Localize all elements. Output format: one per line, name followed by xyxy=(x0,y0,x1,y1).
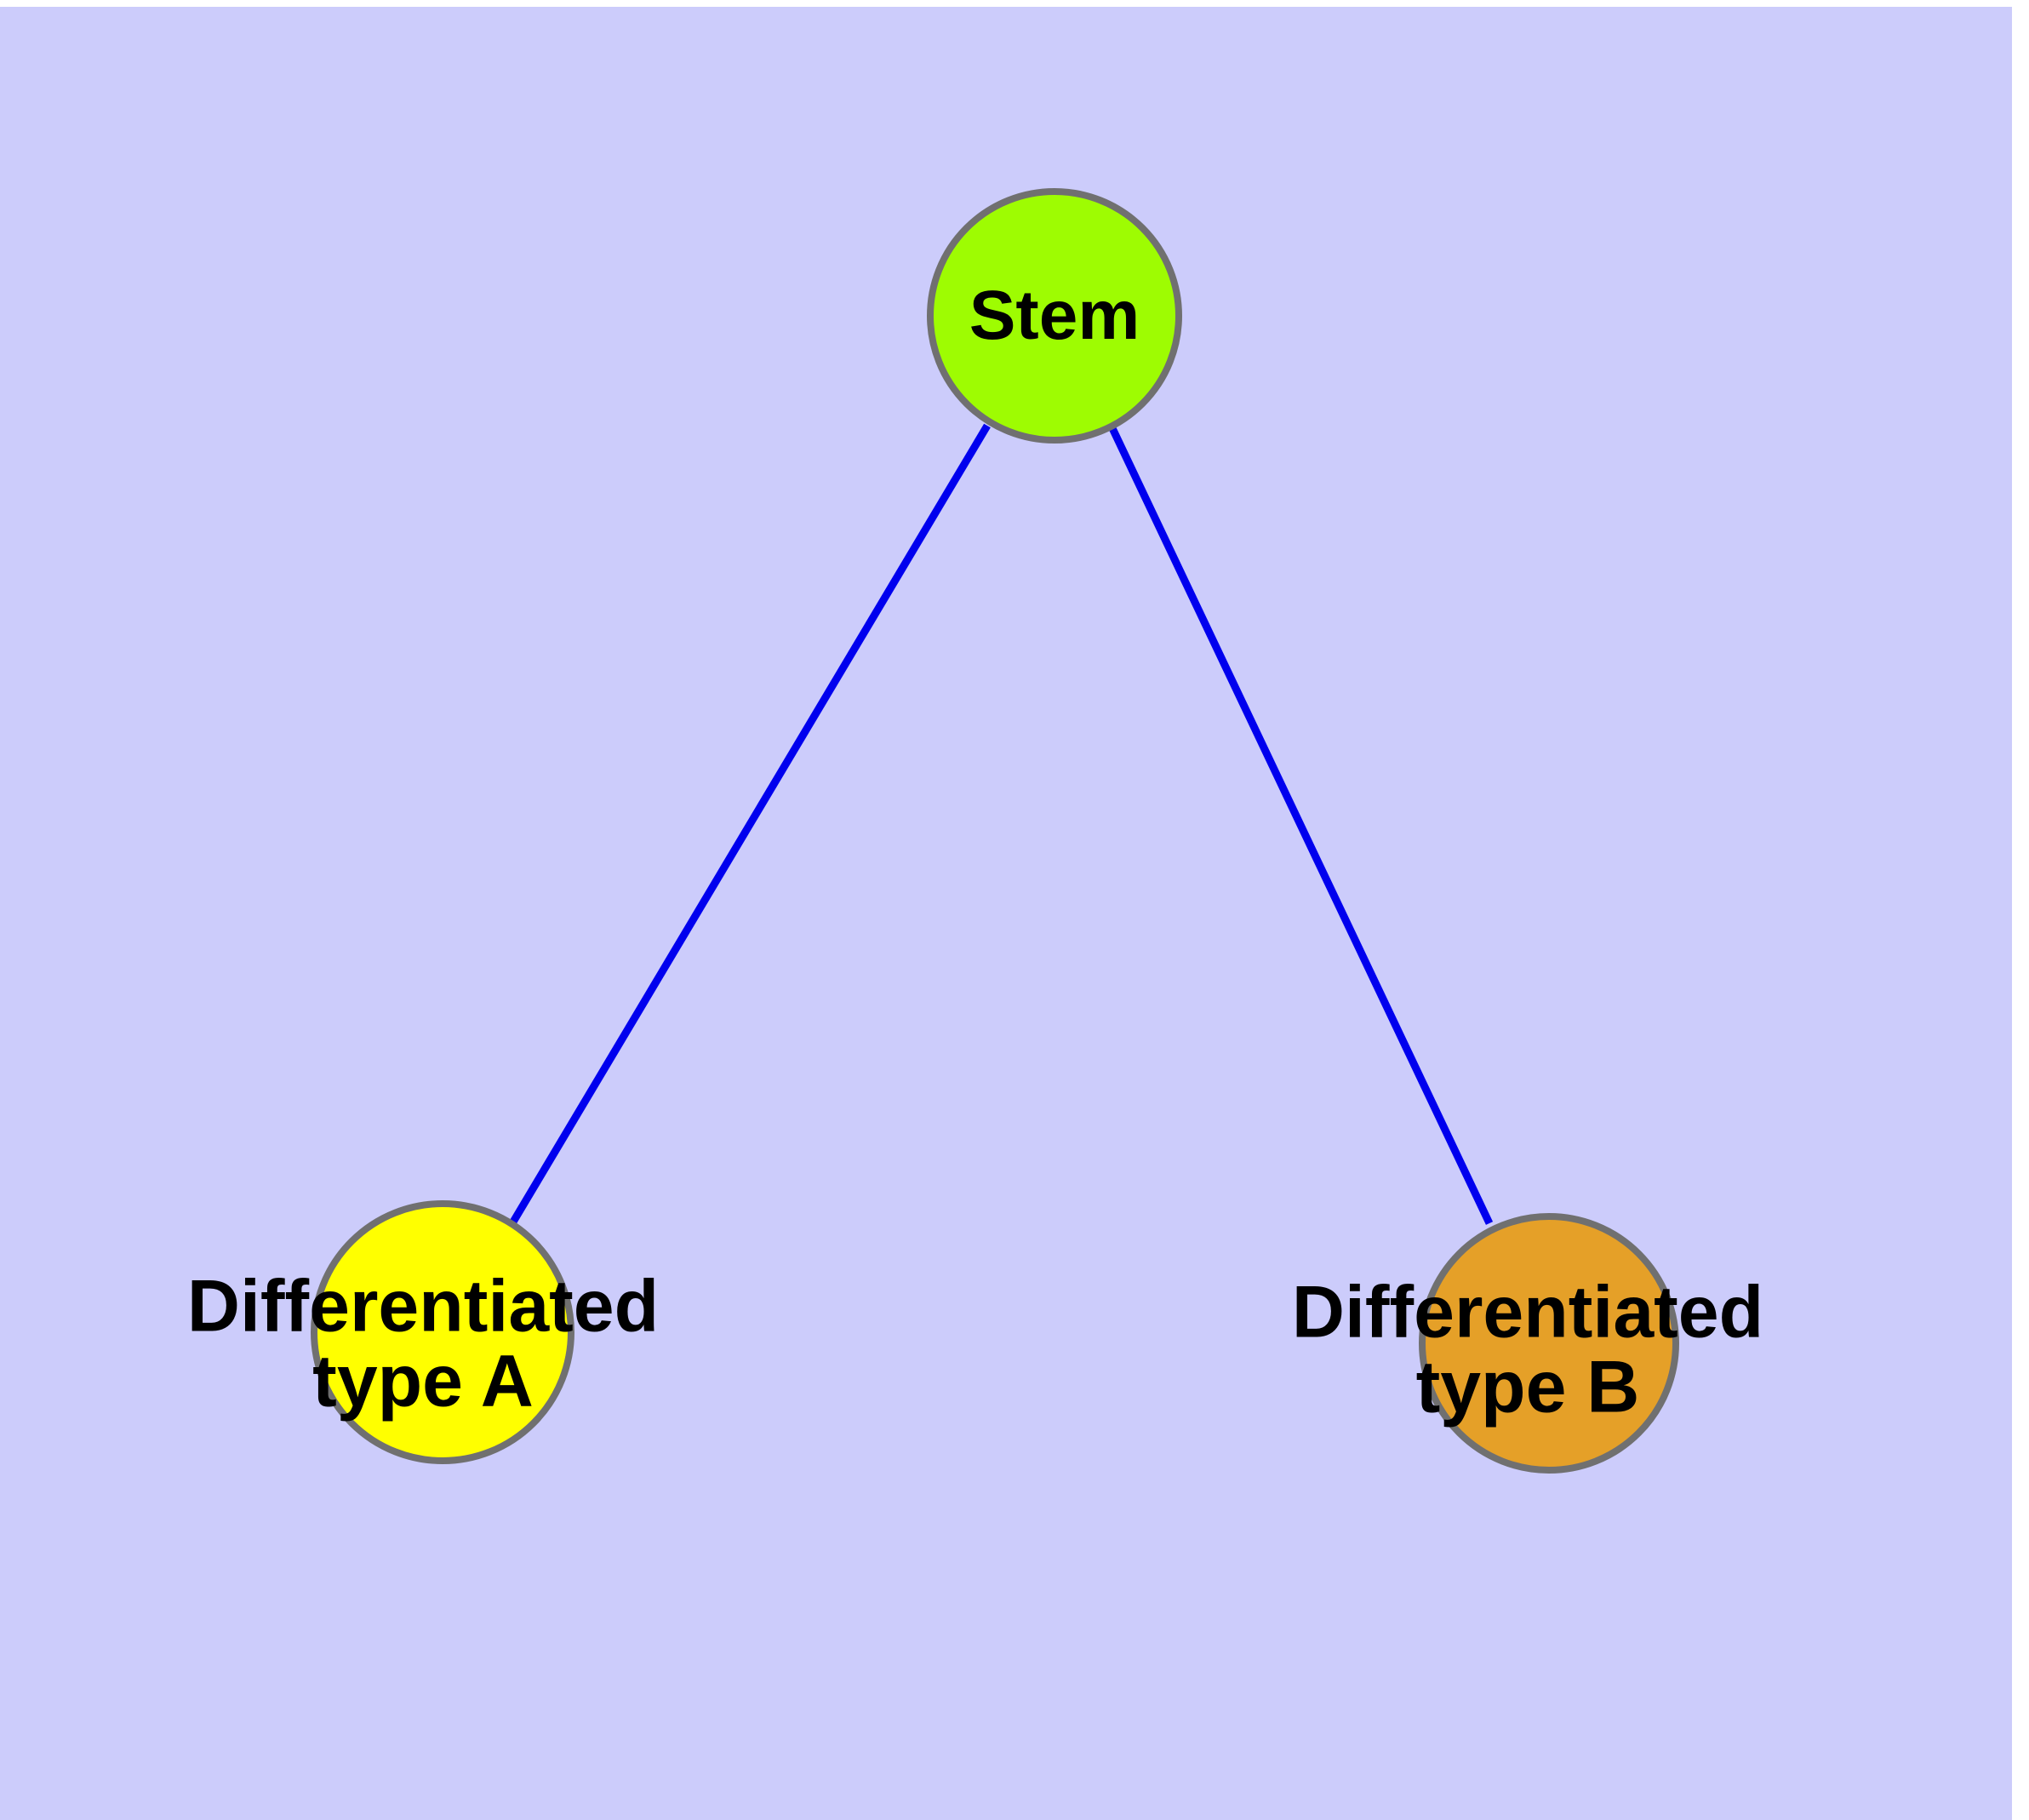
node-circle-stem[interactable] xyxy=(927,188,1182,444)
edge-stem-to-differentiated-type-a xyxy=(509,423,991,1226)
node-layer xyxy=(311,188,1679,1474)
edge-layer xyxy=(509,423,1494,1226)
edge-stem-to-differentiated-type-b xyxy=(1108,426,1494,1225)
node-circle-differentiated-type-b[interactable] xyxy=(1419,1213,1679,1474)
node-circle-differentiated-type-a[interactable] xyxy=(311,1200,574,1464)
